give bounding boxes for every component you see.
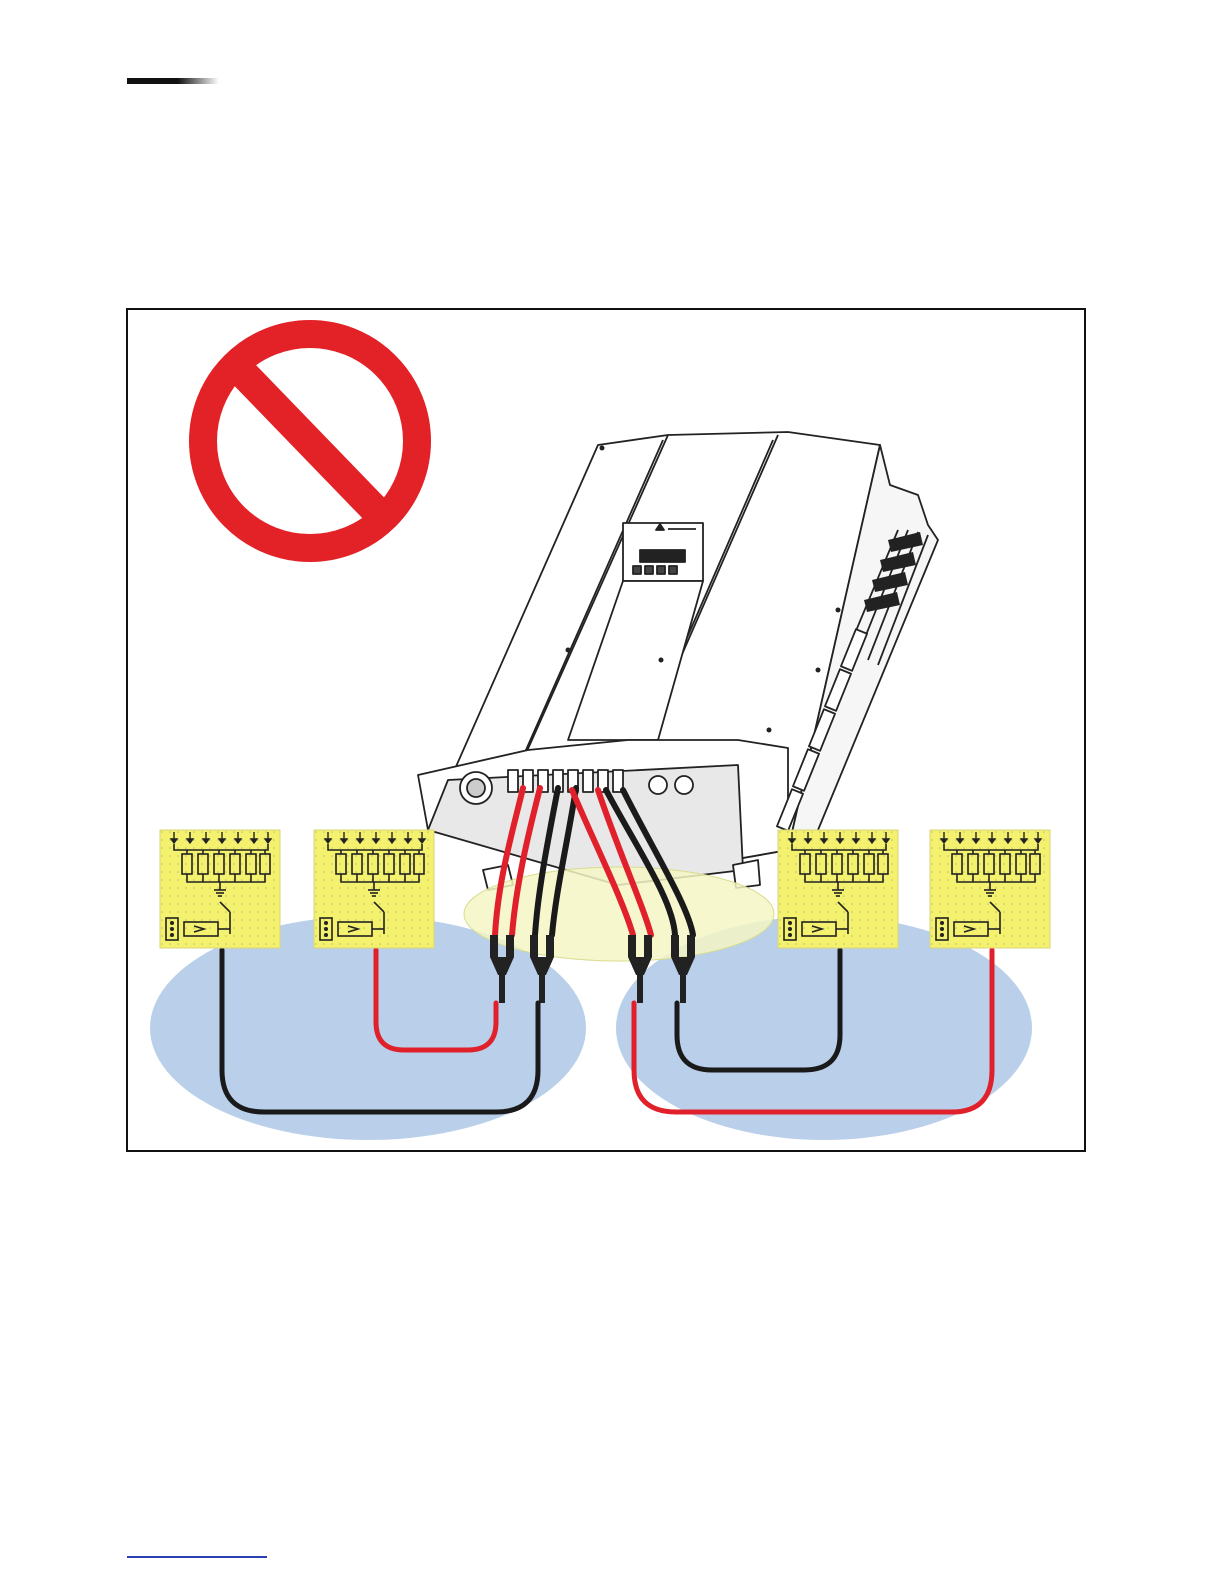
header-rule (127, 78, 219, 84)
pv-module-schematic-icon (930, 830, 1050, 948)
pv-module-3 (778, 830, 898, 948)
diagram-frame (126, 308, 1086, 1152)
inverter-drawing (418, 432, 938, 890)
wiring-diagram (128, 310, 1084, 1150)
pv-module-schematic-icon (160, 830, 280, 948)
pv-module-1 (160, 830, 280, 948)
pv-module-schematic-icon (314, 830, 434, 948)
pv-module-2 (314, 830, 434, 948)
pv-module-4 (930, 830, 1050, 948)
prohibition-icon (203, 334, 417, 548)
pv-module-schematic-icon (778, 830, 898, 948)
footer-rule (127, 1556, 267, 1558)
